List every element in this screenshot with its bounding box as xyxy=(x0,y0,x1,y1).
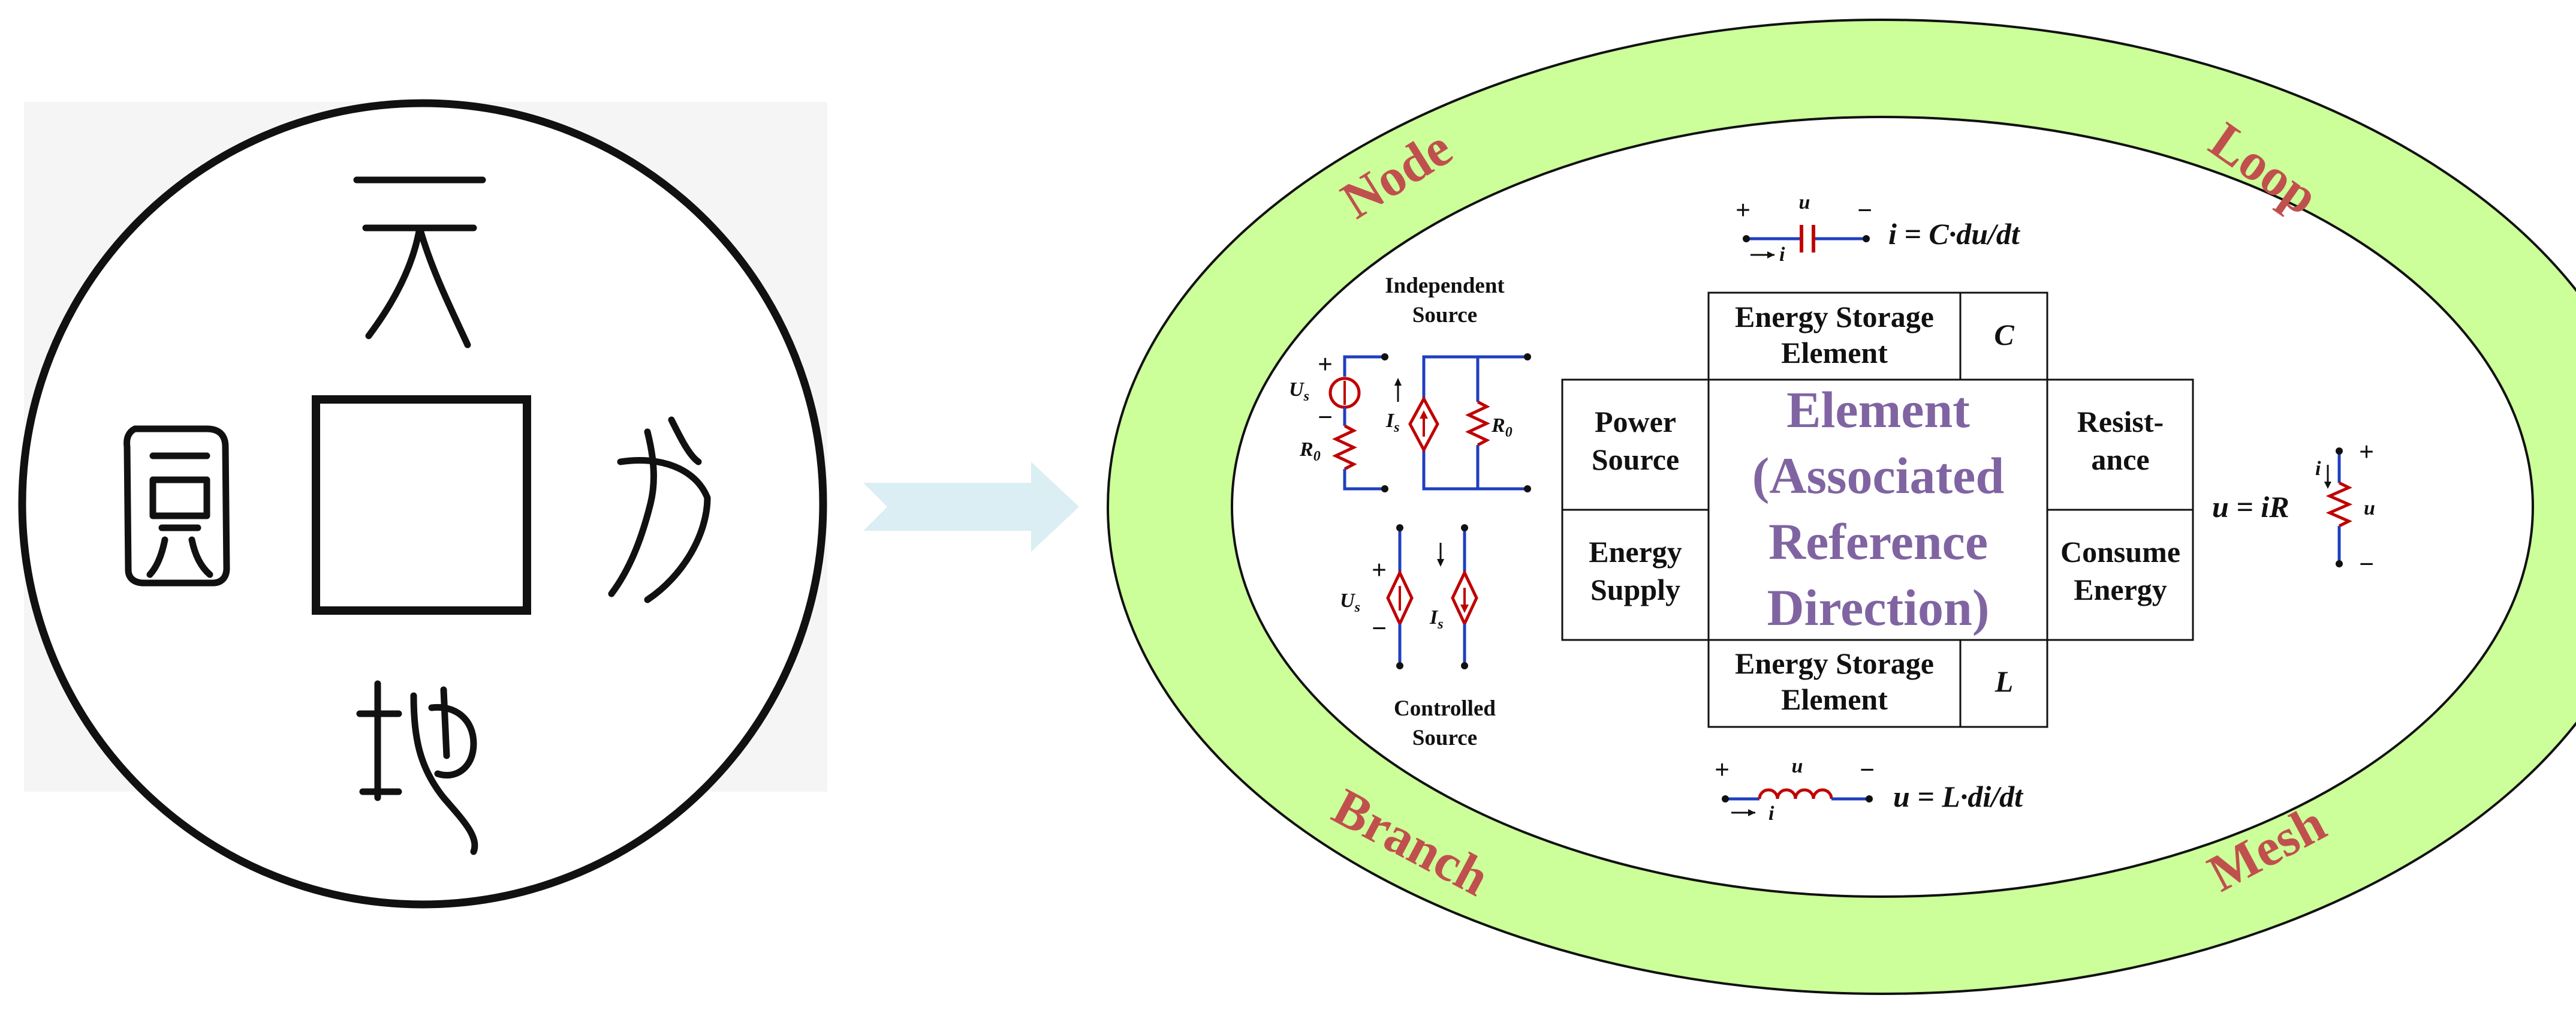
ind-current-label: i xyxy=(1768,802,1774,825)
controlled-caption-line1: Controlled xyxy=(1394,696,1496,721)
res-plus-sign: + xyxy=(2359,437,2374,467)
capacitance-symbol: C xyxy=(1994,318,2014,351)
vs-r0-label: R0 xyxy=(1299,438,1321,464)
vs-minus-sign: − xyxy=(1318,402,1333,432)
resistor-equation: u = iR xyxy=(2212,490,2289,524)
cap-plus-sign: + xyxy=(1736,196,1751,225)
energy-supply-line2: Supply xyxy=(1590,573,1680,606)
glyph-top-heaven: 天 xyxy=(353,176,486,348)
capacitor-symbol xyxy=(1743,225,1870,258)
voltage-source-circuit xyxy=(1328,353,1388,492)
ccs-symbol: Is xyxy=(1429,606,1444,632)
element-cross-table xyxy=(1561,291,2194,728)
glyph-right-square: 方 xyxy=(608,416,711,603)
cvs-minus-sign: − xyxy=(1372,614,1387,643)
inductance-symbol: L xyxy=(1994,665,2014,698)
storage-bottom-line1: Energy Storage xyxy=(1735,647,1934,680)
center-title-line1: Element xyxy=(1786,381,1970,438)
vs-symbol: Us xyxy=(1289,378,1309,404)
storage-top-line2: Element xyxy=(1781,336,1888,369)
concept-ellipse: Node Loop Branch Mesh xyxy=(1107,19,2576,995)
vs-plus-sign: + xyxy=(1318,350,1333,379)
power-source-line2: Source xyxy=(1592,443,1679,476)
ind-plus-sign: + xyxy=(1715,755,1730,784)
resistor-symbol xyxy=(2324,447,2353,567)
cvs-symbol: Us xyxy=(1340,590,1360,615)
glyph-bottom-earth: 地 xyxy=(356,680,478,855)
storage-bottom-line2: Element xyxy=(1781,683,1888,716)
ind-voltage-label: u xyxy=(1792,755,1803,777)
storage-top-line1: Energy Storage xyxy=(1735,300,1934,333)
ind-minus-sign: − xyxy=(1860,755,1875,784)
current-source-circuit xyxy=(1394,353,1531,492)
independent-caption-line1: Independent xyxy=(1385,273,1505,298)
transition-arrow xyxy=(863,462,1079,552)
consume-energy-line2: Energy xyxy=(2074,573,2167,606)
resistance-line1: Resist- xyxy=(2077,405,2164,438)
controlled-current-source xyxy=(1437,524,1478,669)
cap-current-label: i xyxy=(1779,244,1785,266)
inductor-symbol xyxy=(1722,788,1873,816)
power-source-line1: Power xyxy=(1595,405,1676,438)
controlled-voltage-source xyxy=(1386,524,1414,669)
res-current-label: i xyxy=(2315,458,2321,480)
independent-caption-line2: Source xyxy=(1412,303,1477,327)
energy-supply-line1: Energy xyxy=(1589,535,1682,569)
square-hole xyxy=(312,395,531,615)
center-title-line4: Direction) xyxy=(1767,579,1990,636)
cs-symbol: Is xyxy=(1385,410,1400,435)
coin-panel: 天 圓 方 地 xyxy=(18,99,827,909)
controlled-caption-line2: Source xyxy=(1412,726,1477,750)
cap-minus-sign: − xyxy=(1857,196,1872,225)
consume-energy-line1: Consume xyxy=(2060,535,2180,569)
resistance-line2: ance xyxy=(2091,443,2149,476)
res-minus-sign: − xyxy=(2359,549,2374,579)
cs-r0-label: R0 xyxy=(1491,414,1513,440)
inner-ellipse xyxy=(1231,116,2534,898)
center-title-line3: Reference xyxy=(1768,513,1988,570)
glyph-left-round: 圓 xyxy=(123,425,230,587)
cap-voltage-label: u xyxy=(1799,191,1810,214)
cvs-plus-sign: + xyxy=(1372,555,1387,585)
center-title-line2: (Associated xyxy=(1752,447,2004,504)
capacitor-equation: i = C·du/dt xyxy=(1888,217,2021,251)
inductor-equation: u = L·di/dt xyxy=(1893,780,2024,813)
res-voltage-label: u xyxy=(2364,497,2375,519)
